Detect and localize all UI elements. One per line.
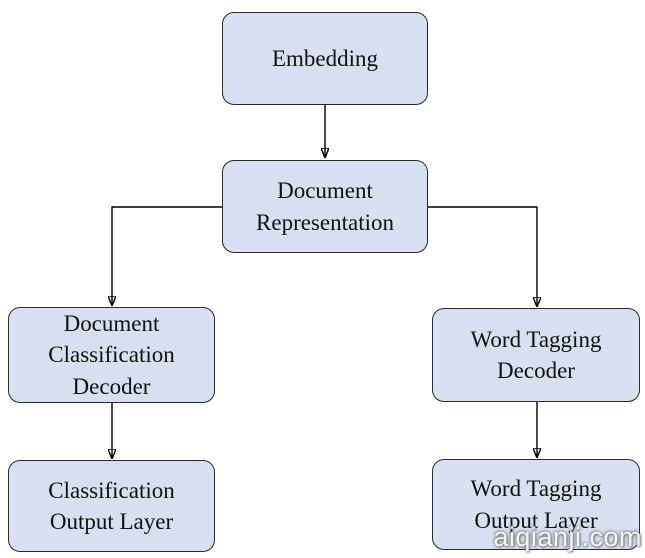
watermark: aiqianji.com [493,522,642,552]
node-classification-output-layer: Classification Output Layer [8,460,215,552]
node-document-representation: Document Representation [222,160,428,253]
node-document-classification-decoder: Document Classification Decoder [8,307,215,403]
edge-document-representation-to-word-tagging-decoder [428,206,537,306]
node-word-tagging-output-layer: Word Tagging Output Layer [432,459,640,550]
edge-document-representation-to-document-classification-decoder [112,206,222,305]
node-word-tagging-decoder: Word Tagging Decoder [432,308,640,402]
node-embedding: Embedding [222,12,428,105]
